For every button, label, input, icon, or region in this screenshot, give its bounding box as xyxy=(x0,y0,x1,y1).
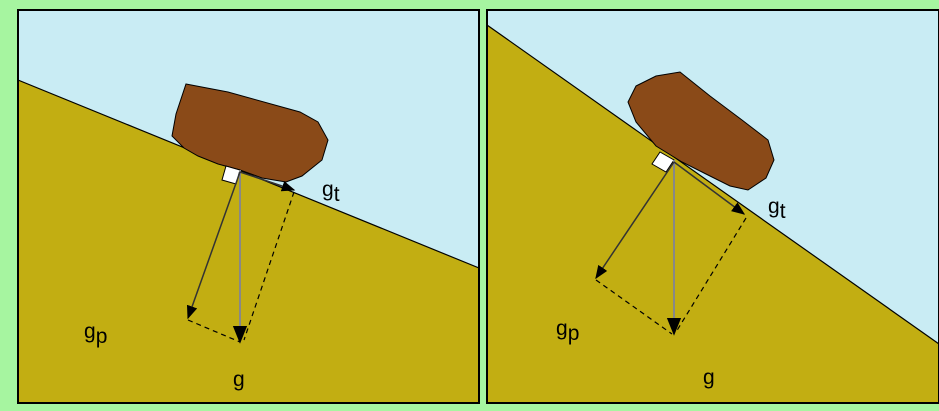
left-label-g: g xyxy=(233,368,245,391)
right-hillside xyxy=(487,25,939,403)
left-label-gt: gt xyxy=(322,178,340,206)
right-label-g: g xyxy=(703,366,715,389)
left-slope-surface xyxy=(18,79,479,269)
left-hillside xyxy=(18,80,479,403)
right-dashed-edge-right xyxy=(675,217,747,333)
right-boulder xyxy=(627,71,775,191)
right-tangential-vector xyxy=(673,161,746,215)
left-tangential-vector xyxy=(239,171,296,192)
left-dashed-edge-right xyxy=(243,191,295,341)
left-dashed-edge-bottom xyxy=(187,319,241,343)
right-slope-surface xyxy=(487,24,939,345)
left-panel: gt gp g xyxy=(17,9,480,404)
left-label-gp: gp xyxy=(84,320,107,348)
right-panel: gt gp g xyxy=(486,9,939,404)
right-label-gp: gp xyxy=(556,317,579,345)
right-right-angle-marker xyxy=(651,151,675,173)
left-panel-frame xyxy=(17,9,480,404)
right-perpendicular-vector xyxy=(595,161,675,280)
left-boulder xyxy=(171,83,329,183)
right-panel-frame xyxy=(486,9,939,404)
right-label-gt: gt xyxy=(768,195,786,223)
right-dashed-edge-bottom xyxy=(595,279,673,335)
left-perpendicular-vector xyxy=(186,171,241,320)
